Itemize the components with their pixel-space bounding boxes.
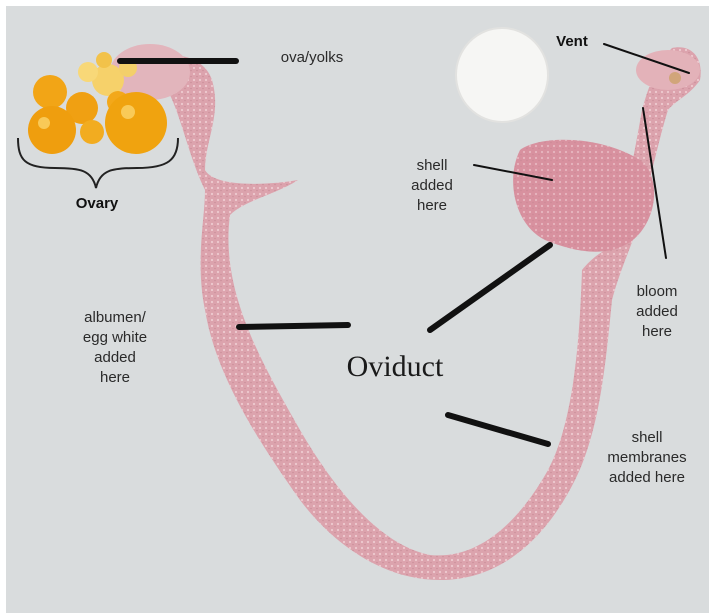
label-vent: Vent [546,32,598,52]
label-bloom-added: bloom added here [612,282,702,342]
egg [456,28,548,122]
label-ovary: Ovary [62,194,132,214]
label-shell-added: shell added here [392,156,472,216]
label-ova-yolks: ova/yolks [262,48,362,68]
label-albumen: albumen/ egg white added here [50,308,180,388]
label-shell-membranes: shell membranes added here [592,428,702,488]
label-oviduct: Oviduct [320,350,470,384]
